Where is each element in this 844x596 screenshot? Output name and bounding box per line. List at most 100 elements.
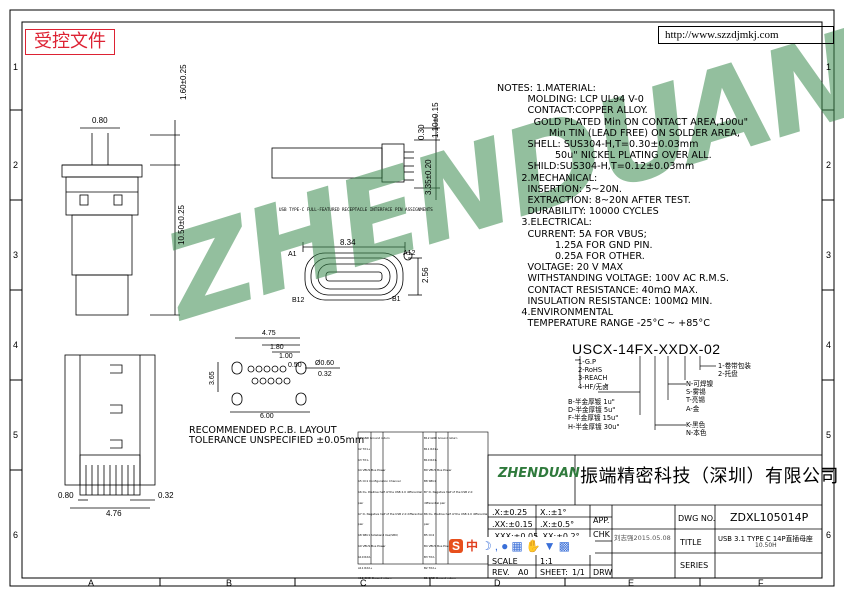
- sogou-icon[interactable]: S: [449, 539, 463, 553]
- grid-col-c: C: [360, 578, 367, 588]
- sheet-label: SHEET:: [540, 568, 568, 577]
- option-item: B-半金厚镀 1u": [568, 398, 615, 406]
- pin-row: A1 GND Ground return: [358, 436, 390, 440]
- grid-col-e: E: [628, 578, 635, 588]
- pin-row: A8 SBU1 Sideband Use(SBU): [358, 533, 399, 538]
- grid-col-a: A: [88, 578, 95, 588]
- keyboard-icon[interactable]: ▦: [511, 539, 523, 553]
- option-item: D-半金厚镀 5u": [568, 406, 616, 415]
- grid-row-5: 5: [13, 430, 19, 440]
- dim-1-10: 1.10±0.15: [431, 102, 440, 138]
- pin-row: A11 RX2+: [358, 565, 373, 570]
- part-number: USCX-14FX-XXDX-02: [572, 341, 721, 357]
- grid-col-f: F: [758, 578, 764, 588]
- note-line: EXTRACTION: 8~20N AFTER TEST.: [497, 195, 691, 207]
- dim-1-60: 1.60±0.25: [179, 64, 188, 100]
- tol-linear-1: .X:±0.25: [492, 508, 528, 517]
- note-line: 3.ELECTRICAL:: [497, 217, 592, 229]
- grid-row-4: 4: [13, 340, 19, 350]
- pin-row: B4 VBUS Bus Power: [424, 543, 452, 548]
- moon-icon[interactable]: ☽: [481, 539, 492, 553]
- grid-icon[interactable]: ▩: [558, 539, 570, 553]
- pin-row: A12 GND Ground return: [358, 576, 392, 581]
- ime-toolbar[interactable]: S 中 ☽ , ● ▦ ✋ ▼ ▩: [449, 537, 595, 555]
- pin-row: B9 VBUS Bus Power: [424, 468, 452, 473]
- pin-row: B5 CC2: [424, 533, 435, 538]
- comma-icon[interactable]: ,: [494, 539, 499, 553]
- tol-linear-2: .XX:±0.15: [492, 520, 533, 529]
- option-item: 4-HF/无卤: [578, 382, 609, 391]
- note-line: TEMPERATURE RANGE -25°C ~ +85°C: [497, 318, 710, 330]
- dim-1-00: 1.00: [279, 353, 293, 360]
- option-item: 1-卷带包装: [718, 362, 751, 370]
- pin-row: A3 TX1-: [358, 457, 370, 462]
- title-sub: 10.50H: [755, 542, 777, 549]
- grid-row-3-right: 3: [826, 250, 832, 260]
- option-item: 3-REACH: [578, 374, 608, 383]
- chk-label: CHK: [593, 530, 610, 539]
- pin-row: B2 TX2+: [424, 565, 437, 570]
- dim-4-76: 4.76: [106, 509, 122, 518]
- note-line: WITHSTANDING VOLTAGE: 100V AC R.M.S.: [497, 273, 729, 285]
- pin-row: A5 CC1 Configuration Channel: [358, 479, 401, 484]
- pin-row: A6 D+ Positive half of the USB 2.0 diffe…: [358, 489, 422, 505]
- note-line: CONTACT:COPPER ALLOY.: [497, 105, 648, 117]
- dim-6-00: 6.00: [260, 413, 274, 420]
- note-line: DURABILITY: 10000 CYCLES: [497, 206, 659, 218]
- label-b1: B1: [392, 296, 401, 303]
- tol-angle-1: X.:±1°: [540, 508, 567, 517]
- label-b12: B12: [292, 297, 305, 304]
- dim-3-65: 3.65: [209, 371, 216, 385]
- pin-row: A10 RX2-: [358, 554, 372, 559]
- dim-0-50: 0.50: [288, 362, 302, 369]
- pin-row: B11 RX1+: [424, 446, 439, 451]
- dim-0-32-bottom: 0.32: [158, 491, 174, 500]
- scale-label: SCALE: [492, 557, 518, 566]
- grid-row-6: 6: [13, 530, 19, 540]
- interface-caption: USB TYPE-C FULL-FEATURED RECEPTACLE INTE…: [279, 207, 433, 212]
- pin-row: B12 GND Ground return: [424, 436, 458, 440]
- grid-col-b: B: [226, 578, 233, 588]
- note-line: 4.ENVIRONMENTAL: [497, 307, 614, 319]
- pin-row: A4 VBUS Bus Power: [358, 468, 386, 473]
- pcb-layout-label: RECOMMENDED P.C.B. LAYOUT: [189, 425, 337, 436]
- pin-row: B7 D- Negative half of the USB 2.0 diffe…: [424, 489, 473, 505]
- note-line: INSERTION: 5~20N.: [497, 183, 622, 195]
- side-view-top: [61, 120, 180, 316]
- website-url: http://www.szzdjmkj.com: [658, 26, 834, 44]
- note-line: NOTES: 1.MATERIAL:: [497, 83, 596, 94]
- pin-row: B6 D+ Positive half of the USB 2.0 diffe…: [424, 511, 488, 527]
- pcb-layout: [217, 337, 340, 413]
- front-view: [302, 242, 422, 301]
- pin-row: B1 GND Ground return: [424, 576, 456, 581]
- dim-0-80-bottom: 0.80: [58, 491, 74, 500]
- controlled-document-stamp: 受控文件: [25, 29, 115, 55]
- option-item: H-半金厚镀 30u": [568, 422, 620, 431]
- grid-row-4-right: 4: [826, 340, 832, 350]
- note-line: VOLTAGE: 20 V MAX: [497, 262, 624, 274]
- pin-row: B8 SBU2: [424, 479, 437, 484]
- option-item: 2-RoHS: [578, 366, 603, 375]
- note-line: 50u" NICKEL PLATING OVER ALL.: [497, 150, 712, 162]
- drawn-by-date: 刘志强2015.05.08: [614, 534, 671, 542]
- grid-row-2-right: 2: [826, 160, 832, 170]
- note-line: Min TIN (LEAD FREE) ON SOLDER AREA,: [497, 127, 740, 139]
- shirt-icon[interactable]: ▼: [543, 539, 556, 553]
- zhong-icon[interactable]: 中: [466, 539, 479, 553]
- mic-icon[interactable]: ●: [501, 539, 509, 553]
- grid-col-d: D: [494, 578, 501, 588]
- side-view-middle: [271, 115, 440, 200]
- note-line: SHILD:SUS304-H,T=0.12±0.03mm: [497, 161, 695, 173]
- pin-row: B3 TX2-: [424, 554, 436, 559]
- drw-label: DRW: [593, 568, 613, 577]
- note-line: 2.MECHANICAL:: [497, 172, 598, 184]
- dim-0-60: Ø0.60: [315, 360, 335, 367]
- pcb-labels: RECOMMENDED P.C.B. LAYOUT TOLERANCE UNSP…: [189, 426, 364, 446]
- hand-icon[interactable]: ✋: [525, 539, 541, 553]
- option-group-color: K-黑色 N-本色: [686, 421, 707, 437]
- pin-table-frame: [357, 431, 489, 565]
- dim-8-34: 8.34: [340, 238, 356, 247]
- grid-row-1-right: 1: [826, 62, 832, 72]
- scale-value: 1:1: [540, 557, 553, 566]
- tol-angle-3: .XX:±0.2°: [540, 532, 580, 541]
